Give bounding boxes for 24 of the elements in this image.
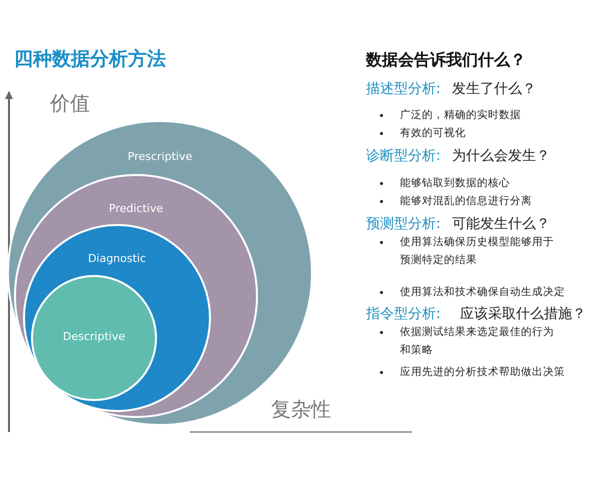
bullet-text: 使用算法确保历史模型能够用于预测特定的结果	[400, 235, 555, 268]
axis-label: 价值	[49, 90, 91, 117]
bullet-text: 依据测试结果来选定最佳的行为和策略	[400, 325, 555, 358]
title: 四种数据分析方法	[14, 47, 166, 72]
circle-label: Predictive	[108, 202, 164, 215]
bullet-text: 使用算法和技术确保自动生成决定	[400, 285, 565, 300]
section-heading: 指令型分析:	[366, 305, 441, 323]
circle-label: Diagnostic	[86, 252, 148, 265]
bullet-text: 广泛的，精确的实时数据	[400, 108, 522, 123]
circle-label: Prescriptive	[126, 150, 194, 163]
bullet-text: 应用先进的分析技术帮助做出决策	[400, 365, 565, 380]
bullet-text: 有效的可视化	[400, 126, 467, 141]
bullet-text: 能够对混乱的信息进行分离	[400, 194, 533, 209]
axis-label: 复杂性	[270, 396, 332, 423]
section-heading: 描述型分析:	[366, 80, 441, 98]
section-question: 发生了什么？	[452, 80, 536, 98]
section-question: 为什么会发生？	[452, 147, 550, 165]
heading: 数据会告诉我们什么？	[366, 50, 526, 71]
section-heading: 诊断型分析:	[366, 147, 441, 165]
circle-label: Descriptive	[62, 330, 126, 343]
section-question: 可能发生什么？	[452, 215, 550, 233]
bullet-text: 能够钻取到数据的核心	[400, 176, 511, 191]
section-heading: 预测型分析:	[366, 215, 441, 233]
section-question: 应该采取什么措施？	[460, 305, 586, 323]
